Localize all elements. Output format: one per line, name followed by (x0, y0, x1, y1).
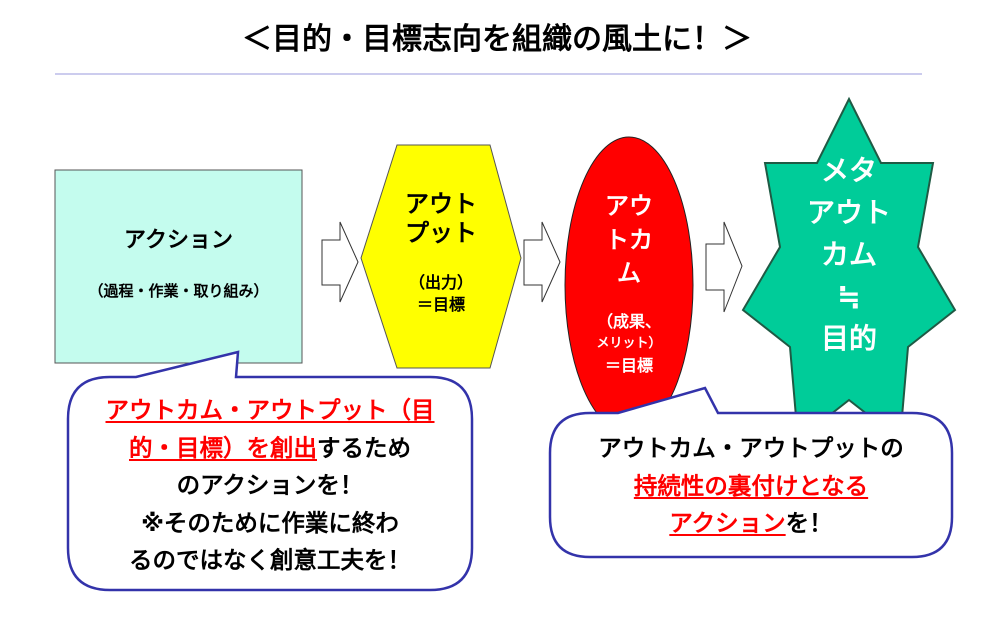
action-sub: （過程・作業・取り組み） (88, 282, 269, 300)
output-label: アウト プット (361, 190, 521, 248)
right-callout-line1: アウトカム・アウトプットの (598, 434, 904, 462)
meta-line2: アウト (806, 196, 891, 229)
action-label: アクション (124, 228, 233, 253)
action-box (54, 169, 303, 364)
output-line1: アウト (405, 190, 477, 218)
left-callout-red1: アウトカム・アウトプット（目 (105, 396, 435, 424)
outcome-sub2: メリット） (596, 336, 662, 351)
outcome-line1: アウ (605, 192, 653, 220)
right-callout-text: アウトカム・アウトプットの 持続性の裏付けとなる アクションを！ (555, 430, 947, 543)
meta-line3: カム (820, 238, 877, 271)
right-callout-red2: 持続性の裏付けとなる (633, 471, 869, 500)
left-callout-red2: 的・目標）を創出 (129, 433, 317, 462)
left-callout-line3: のアクションを！ (176, 471, 364, 500)
meta-line1: メタ (820, 154, 877, 187)
outcome-sub1: （成果、 (596, 312, 661, 331)
outcome-label: アウ トカ ム (565, 190, 693, 291)
meta-line5: 目的 (820, 322, 877, 355)
right-callout-black3: を！ (785, 509, 833, 538)
outcome-line3: ム (617, 259, 641, 288)
meta-outcome-star (741, 96, 957, 442)
left-callout-bubble (66, 350, 474, 592)
arrow-icon (523, 221, 561, 303)
outcome-line2: トカ (605, 225, 653, 254)
left-callout-black2: するため (317, 433, 411, 462)
page-title: ＜目的・目標志向を組織の風土に！＞ (242, 22, 752, 57)
output-hexagon (360, 144, 522, 369)
output-sub2: ＝目標 (416, 294, 465, 314)
left-callout-line5: るのではなく創意工夫を！ (129, 546, 411, 575)
outcome-sub: （成果、 メリット） ＝目標 (565, 310, 693, 378)
right-callout-bubble (548, 386, 954, 559)
output-sub: （出力） ＝目標 (361, 272, 521, 315)
arrow-icon (705, 221, 743, 313)
left-callout-line4: ※そのために作業に終わ (141, 508, 399, 537)
right-callout-red3: アクション (669, 509, 786, 538)
arrow-icon (321, 221, 359, 303)
output-line2: プット (405, 218, 477, 247)
outcome-sub3: ＝目標 (604, 355, 653, 375)
left-callout-text: アウトカム・アウトプット（目 的・目標）を創出するため のアクションを！ ※その… (75, 392, 465, 580)
output-sub1: （出力） (408, 273, 473, 292)
meta-outcome-label: メタ アウト カム ≒ 目的 (770, 150, 928, 360)
meta-line4: ≒ (837, 280, 861, 313)
